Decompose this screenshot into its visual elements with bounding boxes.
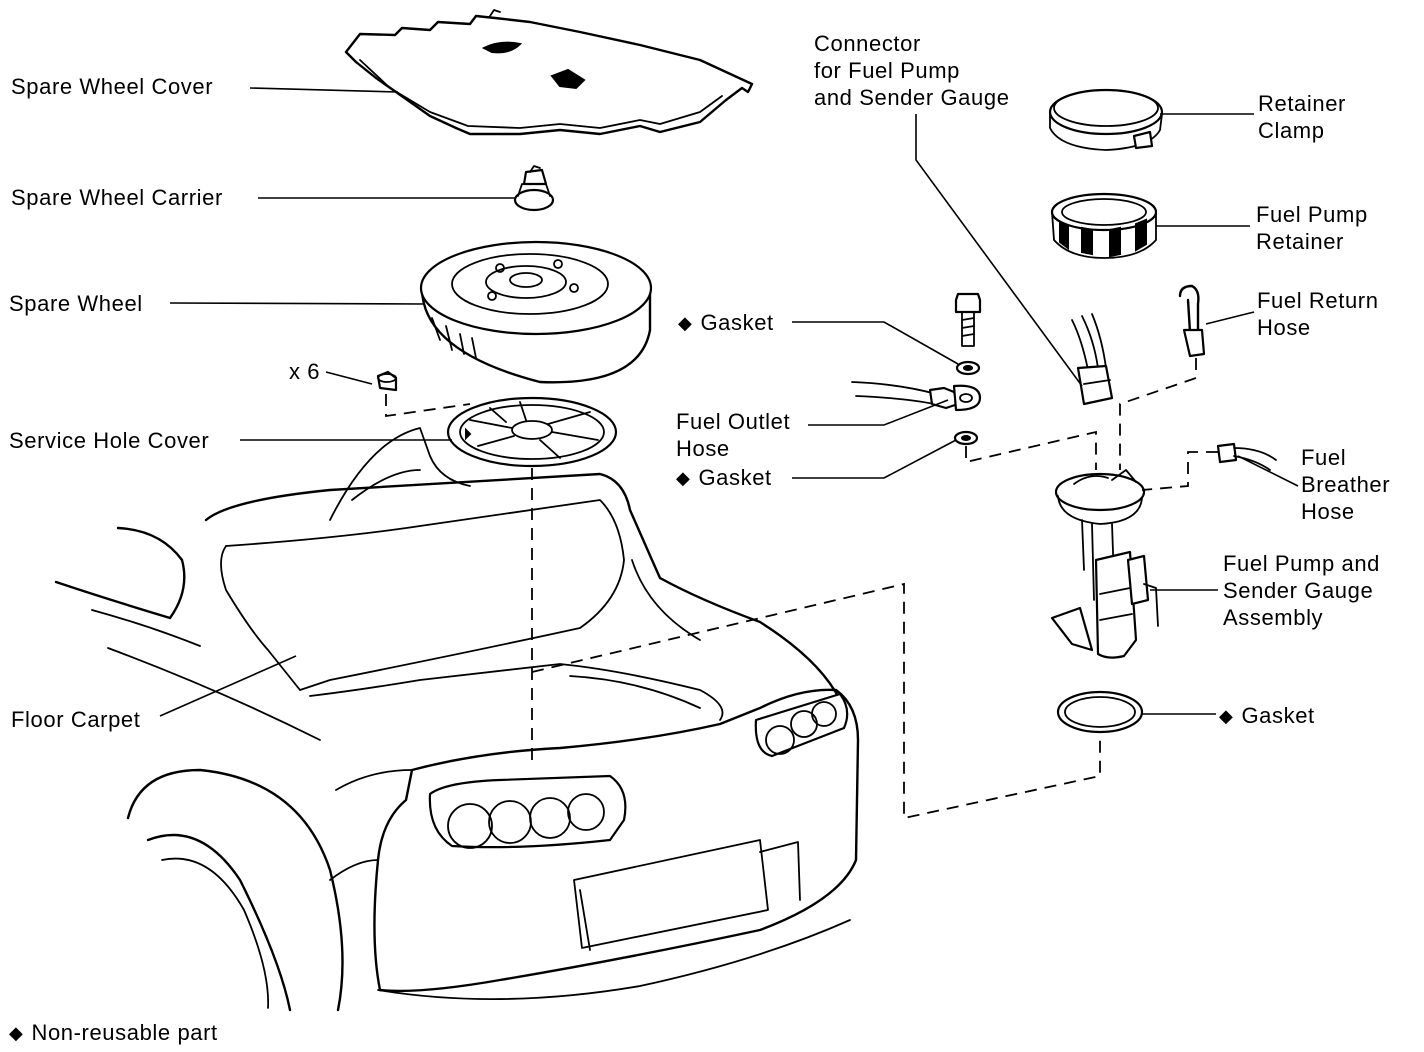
nut-dashed-line (385, 394, 471, 418)
return-hose-dashed-line (1119, 358, 1197, 470)
gasket-bottom-drawing (1056, 690, 1144, 734)
retainer-clamp-drawing (1048, 88, 1164, 151)
label-x6: x 6 (289, 359, 321, 384)
non-reusable-marker: ◆ (676, 468, 691, 488)
pump-dashed-line (531, 582, 1101, 820)
label-spare-wheel-cover: Spare Wheel Cover (11, 74, 214, 99)
service-hole-cover-drawing (446, 396, 618, 468)
gasket-top-drawing (955, 360, 981, 376)
label-fuel-pump-retainer: Fuel Pump Retainer (1256, 202, 1368, 254)
nut-drawing (376, 370, 398, 392)
label-fuel-breather-hose: Fuel Breather Hose (1301, 445, 1391, 524)
breather-dashed-line (1141, 451, 1218, 491)
label-fuel-return-hose: Fuel Return Hose (1257, 288, 1379, 340)
legend-diamond-icon: ◆ (9, 1023, 24, 1043)
label-connector: Connector for Fuel Pump and Sender Gauge (814, 31, 1010, 110)
car-body-drawing (54, 427, 860, 1012)
label-spare-wheel-carrier: Spare Wheel Carrier (11, 185, 223, 210)
connector-drawing (1071, 313, 1114, 406)
fuel-pump-retainer-drawing (1050, 192, 1158, 259)
label-gasket-top: ◆Gasket (678, 310, 774, 335)
non-reusable-marker: ◆ (678, 313, 693, 333)
spare-wheel-drawing (419, 240, 653, 384)
label-retainer-clamp: Retainer Clamp (1258, 91, 1346, 143)
spare-wheel-cover-drawing (344, 9, 754, 136)
leader-lines (159, 87, 1299, 717)
label-spare-wheel: Spare Wheel (9, 291, 143, 316)
fuel-return-hose-drawing (1178, 284, 1206, 358)
fuel-outlet-hose-drawing (851, 381, 982, 412)
non-reusable-marker: ◆ (1219, 706, 1234, 726)
gasket-mid-drawing (953, 430, 979, 446)
label-fuel-outlet-hose: Fuel Outlet Hose (676, 409, 791, 461)
legend-non-reusable: ◆Non-reusable part (9, 1020, 218, 1045)
spare-wheel-carrier-drawing (513, 165, 555, 212)
label-floor-carpet: Floor Carpet (11, 707, 141, 732)
breather-hose-drawing (1216, 442, 1277, 471)
fuel-pump-assembly-drawing (1050, 469, 1159, 659)
label-gasket-mid: ◆Gasket (676, 465, 772, 490)
label-gasket-bottom: ◆Gasket (1219, 703, 1315, 728)
label-fuel-pump-assembly: Fuel Pump and Sender Gauge Assembly (1223, 551, 1380, 630)
label-service-hole-cover: Service Hole Cover (9, 428, 210, 453)
gasket-dashed-line (965, 430, 1097, 470)
union-bolt-drawing (954, 292, 982, 347)
